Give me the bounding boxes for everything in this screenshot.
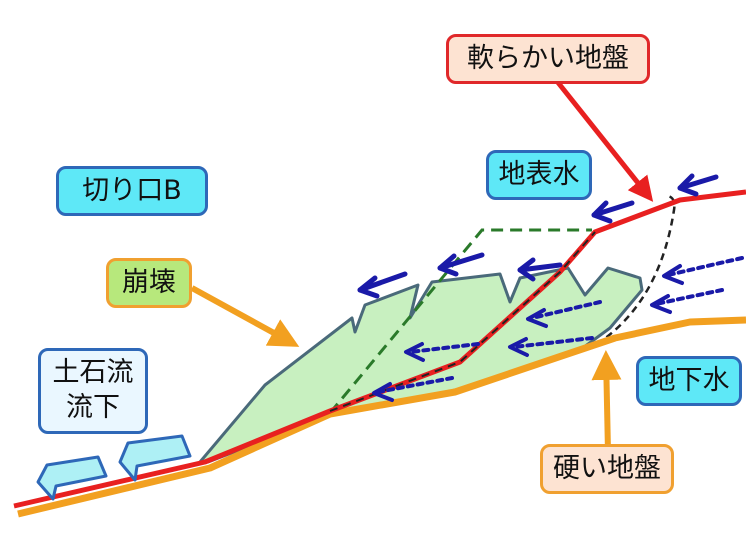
collapse-mass [198, 266, 644, 464]
blue-dotted-arrow-icon [404, 342, 480, 362]
blue-open-arrow-icon [357, 271, 408, 299]
groundwater-label: 地下水 [636, 356, 742, 406]
groundwater-text: 地下水 [648, 364, 730, 396]
blue-open-arrow-icon [517, 257, 563, 282]
blue-open-arrow-icon [591, 200, 635, 224]
blue-dotted-arrow-icon [650, 288, 724, 314]
cut-slope-text: 切り口B [82, 174, 182, 206]
debris-flow-text-line1: 土石流 [52, 357, 134, 389]
collapse-label: 崩壊 [106, 258, 192, 308]
collapse-text: 崩壊 [122, 266, 176, 298]
surface-water-arrows [357, 173, 719, 299]
slip-surface [329, 194, 676, 415]
soft-ground-label: 軟らかい地盤 [446, 34, 650, 84]
soft-ground-pointer [554, 78, 654, 202]
blue-open-arrow-icon [437, 252, 485, 277]
debris-flow-arrows [36, 434, 192, 501]
hard-ground-line [17, 316, 746, 518]
debris-flow-label: 土石流 流下 [38, 348, 148, 434]
surface-water-label: 地表水 [486, 150, 592, 200]
hard-ground-label: 硬い地盤 [540, 444, 674, 494]
blue-dotted-arrow-icon [526, 300, 602, 328]
blue-open-arrow-icon [677, 173, 719, 197]
original-slope-outline [328, 228, 592, 414]
cut-slope-label: 切り口B [56, 166, 208, 216]
groundwater-arrows [372, 256, 744, 402]
blue-dotted-arrow-icon [372, 376, 454, 402]
hard-ground-pointer [591, 350, 622, 453]
soft-ground-line [13, 189, 746, 509]
blue-dotted-arrow-icon [662, 256, 744, 285]
surface-water-text: 地表水 [498, 158, 580, 190]
collapse-pointer [190, 285, 300, 347]
block-arrow-icon [36, 455, 108, 501]
debris-flow-text-line2: 流下 [66, 392, 120, 423]
hard-ground-text: 硬い地盤 [553, 452, 661, 484]
blue-dotted-arrow-icon [508, 336, 594, 357]
soft-ground-text: 軟らかい地盤 [467, 42, 629, 74]
block-arrow-icon [118, 434, 192, 482]
slip-surface-overlay [329, 231, 596, 412]
